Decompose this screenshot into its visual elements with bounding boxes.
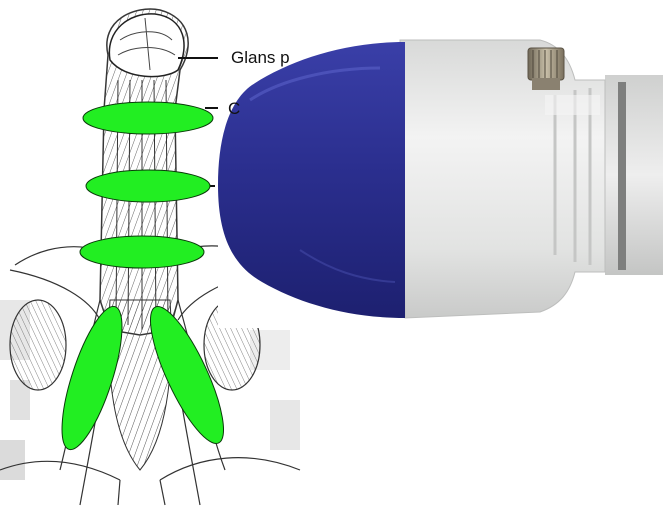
thumb-screw bbox=[528, 48, 564, 90]
label-second: C bbox=[228, 100, 240, 117]
left-gland bbox=[10, 300, 66, 390]
device-rear-ring bbox=[605, 75, 663, 275]
marker-band-bottom bbox=[80, 236, 204, 268]
marker-band-middle bbox=[86, 170, 210, 202]
label-glans: Glans p bbox=[231, 49, 290, 66]
device-photo bbox=[218, 38, 663, 328]
marker-band-top bbox=[83, 102, 213, 134]
